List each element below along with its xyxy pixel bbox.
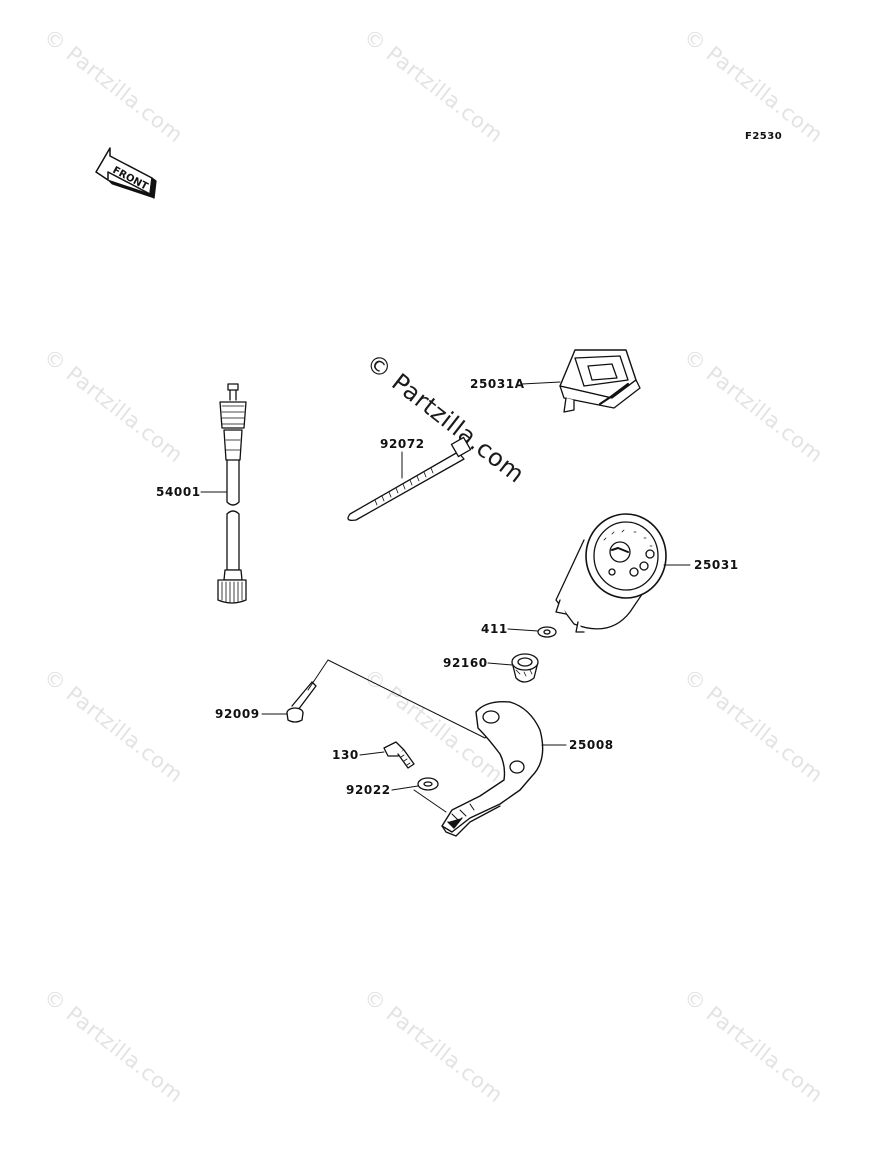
part-label-54001[interactable]: 54001	[156, 485, 201, 499]
washer-92022	[417, 777, 439, 791]
part-label-411[interactable]: 411	[481, 622, 508, 636]
speedometer-meter	[555, 513, 667, 633]
part-label-92022[interactable]: 92022	[346, 783, 391, 797]
part-label-130[interactable]: 130	[332, 748, 359, 762]
figure-code: F2530	[745, 131, 783, 142]
part-label-92160[interactable]: 92160	[443, 656, 488, 670]
grommet	[511, 653, 539, 683]
part-label-25031A[interactable]: 25031A	[470, 377, 525, 391]
part-label-92009[interactable]: 92009	[215, 707, 260, 721]
cable-tie	[347, 436, 472, 522]
part-label-25008[interactable]: 25008	[569, 738, 614, 752]
meter-bracket	[441, 701, 544, 837]
part-label-25031[interactable]: 25031	[694, 558, 739, 572]
front-arrow-icon: FRONT	[95, 147, 157, 199]
meter-assembly-sub	[559, 349, 641, 413]
screw	[286, 681, 317, 723]
speedometer-cable	[217, 383, 247, 604]
washer-411	[537, 626, 557, 638]
part-label-92072[interactable]: 92072	[380, 437, 425, 451]
bolt	[383, 741, 415, 769]
